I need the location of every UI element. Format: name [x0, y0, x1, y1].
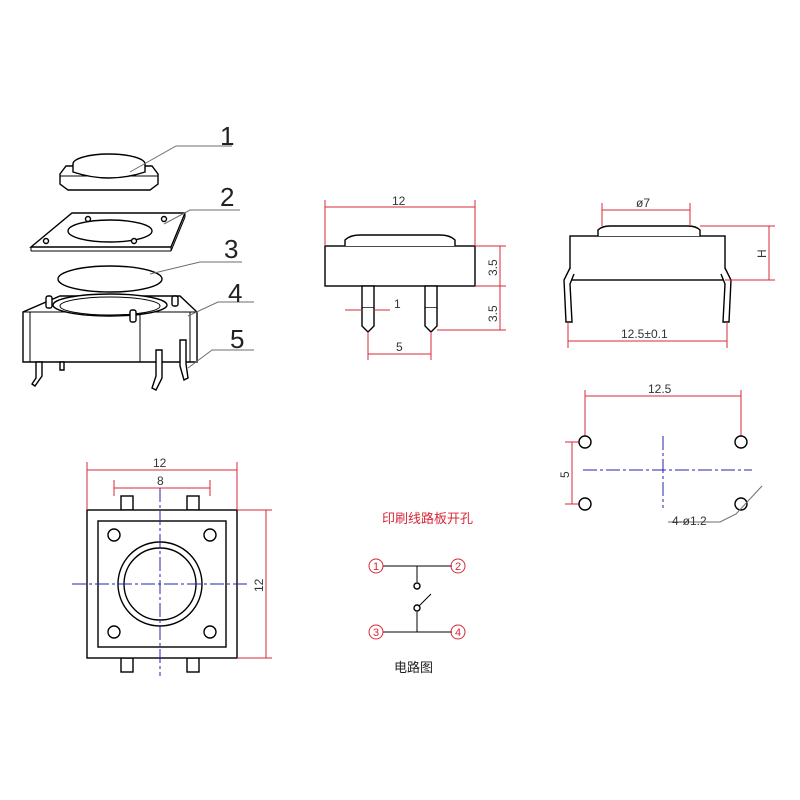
part-label-5: 5	[230, 324, 244, 354]
exploded-view: 1 2 3 4 5	[22, 121, 254, 391]
top-view: 12 8 12	[72, 456, 272, 676]
circuit-pin-3: 3	[373, 627, 379, 639]
part-3-dome	[57, 265, 163, 293]
top-inner-label: 8	[157, 474, 164, 488]
front-view: 12 3.5 3.5 1 5	[324, 194, 506, 360]
side-pin-span-label: 12.5±0.1	[621, 327, 668, 341]
circuit-title: 电路图	[394, 660, 433, 676]
circuit-pin-1: 1	[373, 561, 379, 573]
front-width-label: 12	[392, 194, 406, 208]
side-actuator-label: ø7	[636, 196, 650, 210]
pcb-hole-label: 4-ø1.2	[672, 514, 707, 528]
part-1-cap	[59, 153, 159, 191]
leader-lines	[129, 145, 254, 369]
part-label-4: 4	[228, 278, 242, 308]
side-view: ø7 H 12.5±0.1	[563, 196, 775, 348]
part-5-pins	[31, 339, 189, 391]
front-pin-width-label: 1	[394, 297, 401, 311]
part-label-2: 2	[220, 182, 234, 212]
circuit-diagram: 印刷线路板开孔 1 2 3 4 电路图	[368, 511, 473, 676]
circuit-pin-4: 4	[455, 627, 461, 639]
part-4-base	[22, 293, 198, 363]
pcb-span-label: 12.5	[648, 382, 672, 396]
side-height-label: H	[755, 249, 769, 258]
top-width-label: 12	[153, 456, 167, 470]
front-height-top-label: 3.5	[486, 259, 500, 276]
front-pin-pitch-label: 5	[396, 340, 403, 354]
circuit-pin-2: 2	[455, 561, 461, 573]
part-label-3: 3	[224, 234, 238, 264]
pcb-hole-layout: 12.5 5 4-ø1.2	[558, 382, 763, 528]
pcb-title: 印刷线路板开孔	[382, 511, 473, 527]
front-height-pin-label: 3.5	[486, 305, 500, 322]
part-label-1: 1	[220, 121, 234, 151]
top-height-label: 12	[252, 578, 266, 592]
pcb-pitch-label: 5	[558, 471, 572, 478]
part-2-plate	[29, 212, 187, 252]
